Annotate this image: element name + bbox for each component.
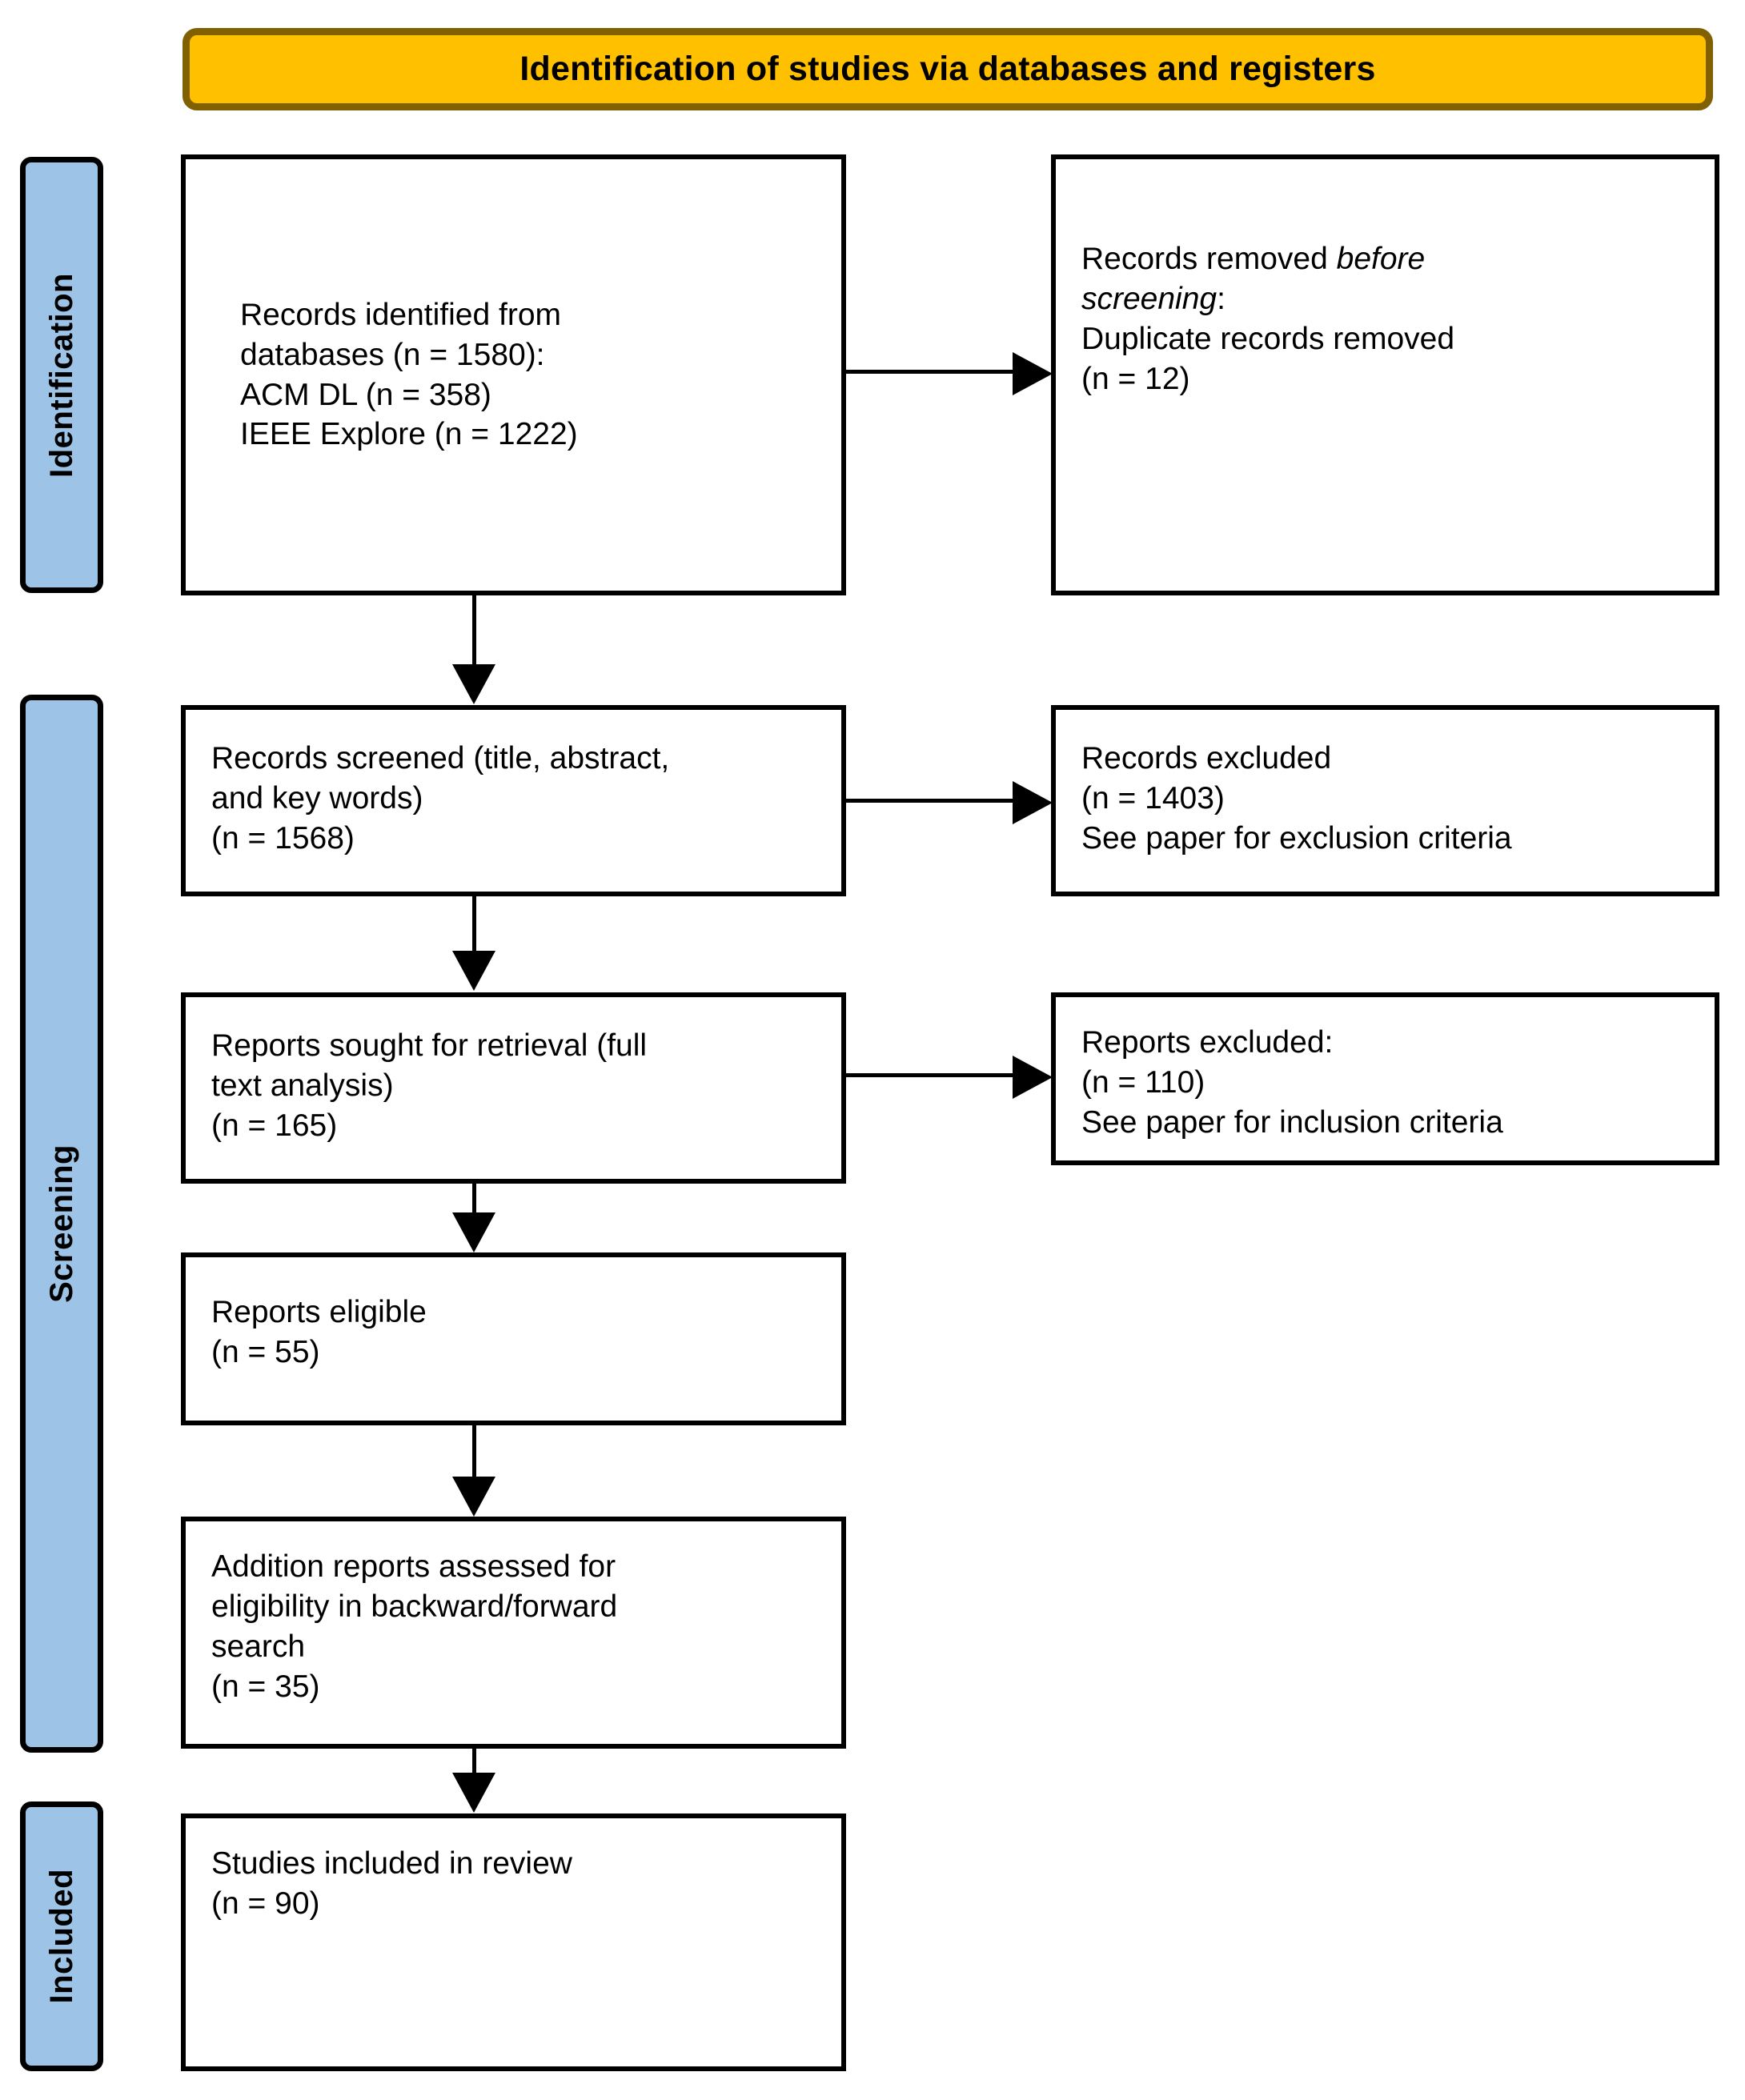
connector-eligible-to-additional <box>472 1425 476 1478</box>
box-records-removed-text: Records removed before screening: Duplic… <box>1081 239 1699 399</box>
connector-sought-to-eligible <box>472 1184 476 1214</box>
arrowhead-down-icon <box>452 1773 495 1813</box>
box-reports-eligible-text: Reports eligible (n = 55) <box>211 1295 427 1369</box>
arrowhead-down-icon <box>452 951 495 991</box>
arrowhead-down-icon <box>452 1212 495 1252</box>
connector-screened-to-sought <box>472 896 476 952</box>
stage-label-identification: Identification <box>20 157 103 593</box>
records-removed-line1-italic: before <box>1336 242 1426 276</box>
box-reports-excluded: Reports excluded: (n = 110) See paper fo… <box>1051 992 1719 1165</box>
arrowhead-down-icon <box>452 1477 495 1517</box>
records-removed-line3: Duplicate records removed <box>1081 321 1455 356</box>
stage-label-included-text: Included <box>43 1869 79 2004</box>
connector-identified-to-removed <box>846 370 1018 374</box>
arrowhead-right-icon <box>1013 1056 1053 1099</box>
connector-identified-to-screened <box>472 595 476 667</box>
box-additional-reports-text: Addition reports assessed for eligibilit… <box>211 1549 618 1704</box>
connector-screened-to-excluded <box>846 799 1018 803</box>
box-reports-sought-text: Reports sought for retrieval (full text … <box>211 1028 648 1143</box>
box-studies-included: Studies included in review (n = 90) <box>181 1813 846 2071</box>
box-records-screened: Records screened (title, abstract, and k… <box>181 705 846 896</box>
box-additional-reports: Addition reports assessed for eligibilit… <box>181 1517 846 1749</box>
arrowhead-right-icon <box>1013 781 1053 824</box>
stage-label-screening-text: Screening <box>43 1144 79 1303</box>
box-records-screened-text: Records screened (title, abstract, and k… <box>211 741 670 856</box>
stage-label-identification-text: Identification <box>43 272 79 478</box>
banner-title: Identification of studies via databases … <box>519 49 1376 88</box>
connector-sought-to-reports-excluded <box>846 1073 1018 1077</box>
box-reports-excluded-text: Reports excluded: (n = 110) See paper fo… <box>1081 1025 1503 1140</box>
diagram-banner: Identification of studies via databases … <box>183 28 1713 110</box>
stage-label-included: Included <box>20 1801 103 2071</box>
stage-label-screening: Screening <box>20 695 103 1753</box>
connector-additional-to-included <box>472 1749 476 1774</box>
records-removed-line2-italic: screening <box>1081 281 1217 316</box>
box-studies-included-text: Studies included in review (n = 90) <box>211 1846 572 1921</box>
box-records-excluded: Records excluded (n = 1403) See paper fo… <box>1051 705 1719 896</box>
arrowhead-down-icon <box>452 664 495 704</box>
box-reports-sought: Reports sought for retrieval (full text … <box>181 992 846 1184</box>
box-records-identified: Records identified from databases (n = 1… <box>181 154 846 595</box>
box-reports-eligible: Reports eligible (n = 55) <box>181 1252 846 1425</box>
box-records-removed: Records removed before screening: Duplic… <box>1051 154 1719 595</box>
records-removed-line2-suffix: : <box>1217 281 1226 316</box>
records-removed-line4: (n = 12) <box>1081 361 1190 396</box>
records-removed-line1-prefix: Records removed <box>1081 242 1337 276</box>
arrowhead-right-icon <box>1013 352 1053 395</box>
box-records-excluded-text: Records excluded (n = 1403) See paper fo… <box>1081 741 1512 856</box>
box-records-identified-text: Records identified from databases (n = 1… <box>240 297 578 452</box>
